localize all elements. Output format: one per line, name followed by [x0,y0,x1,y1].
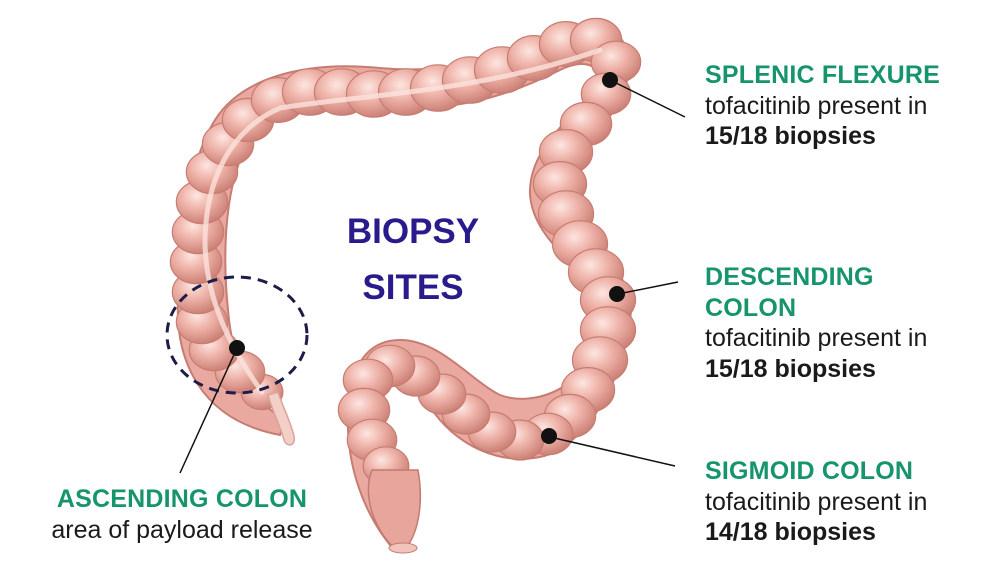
site-count: 15/18 biopsies [705,354,927,385]
site-name: SIGMOID COLON [705,456,927,487]
title-line-2: SITES [318,260,508,316]
descending-colon-label: DESCENDING COLON tofacitinib present in … [705,262,927,384]
leader-line-sigmoid [550,437,675,466]
marker-descending-colon [609,286,625,302]
title-line-1: BIOPSY [318,204,508,260]
ascending-colon-label: ASCENDING COLON area of payload release [14,484,350,545]
site-desc: tofacitinib present in [705,91,940,122]
marker-ascending-colon [229,340,245,356]
site-desc: tofacitinib present in [705,323,927,354]
site-name-line-1: DESCENDING [705,262,927,293]
splenic-flexure-label: SPLENIC FLEXURE tofacitinib present in 1… [705,60,940,152]
site-count: 14/18 biopsies [705,517,927,548]
site-name-line-2: COLON [705,293,927,324]
marker-splenic-flexure [602,72,618,88]
site-name: SPLENIC FLEXURE [705,60,940,91]
site-desc: tofacitinib present in [705,487,927,518]
marker-sigmoid-colon [541,428,557,444]
site-desc: area of payload release [14,515,350,546]
site-name: ASCENDING COLON [14,484,350,515]
biopsy-sites-title: BIOPSY SITES [318,204,508,316]
rectum [368,470,420,553]
site-count: 15/18 biopsies [705,121,940,152]
sigmoid-colon-label: SIGMOID COLON tofacitinib present in 14/… [705,456,927,548]
